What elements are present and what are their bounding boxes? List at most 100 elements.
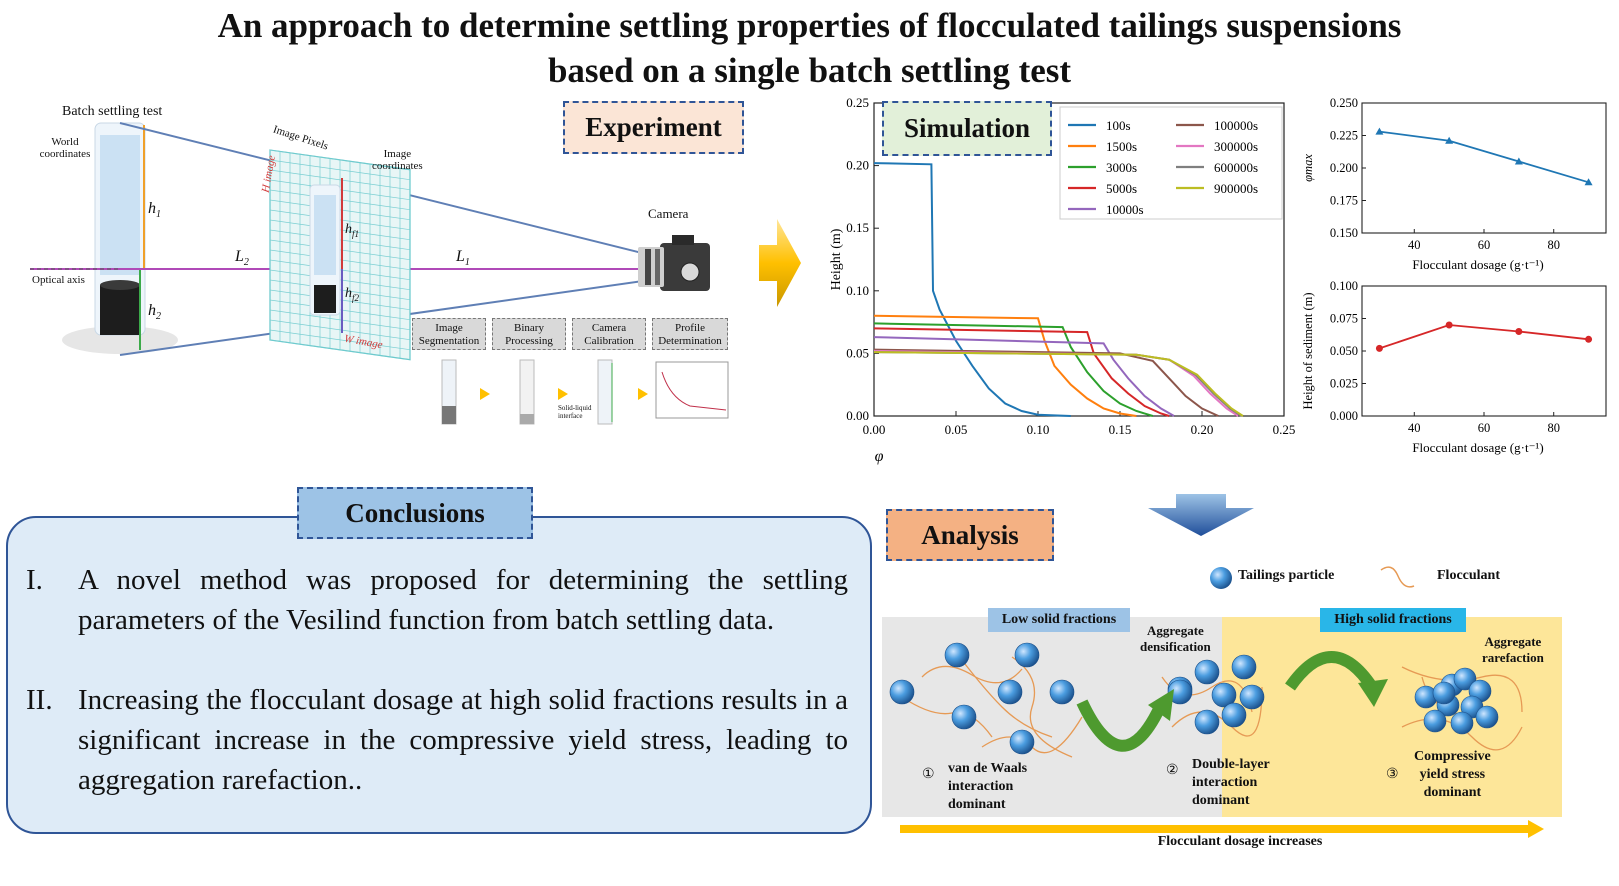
step-camera-calibration: Camera Calibration (572, 318, 646, 350)
L1-label: L1 (456, 248, 470, 269)
data-point (1515, 328, 1523, 335)
interface-label: Solid-liquid interface (558, 404, 592, 420)
dosage-arrow-icon (900, 820, 1544, 838)
legend-label: 900000s (1214, 181, 1258, 196)
particle-icon (951, 704, 977, 730)
flocculant-label: Flocculant (1437, 568, 1500, 583)
particle-icon (1009, 729, 1035, 755)
flocculant-strand (1401, 666, 1523, 713)
y-tick-label: 0.15 (846, 220, 869, 235)
high-solid-region (1222, 617, 1562, 817)
flocculant-strand (901, 696, 993, 738)
title-line-2: based on a single batch settling test (547, 51, 1072, 90)
y-tick-label: 0.000 (1330, 409, 1358, 423)
processing-thumbnails (441, 359, 729, 425)
aggregate-densification-label: Aggregate densification (1140, 623, 1211, 654)
L2-label: L2 (235, 248, 249, 269)
particle-icon (1231, 654, 1257, 680)
particle-icon (1432, 681, 1456, 705)
particle-icon (1211, 682, 1237, 708)
y-tick-label: 0.225 (1330, 129, 1358, 143)
data-point (1445, 136, 1454, 144)
x-tick-label: 60 (1478, 421, 1491, 435)
analysis-tag: Analysis (886, 509, 1054, 561)
title-line-1: An approach to determine settling proper… (217, 6, 1402, 45)
conclusions-panel: I. A novel method was proposed for deter… (6, 516, 872, 834)
series-line-100000s (873, 348, 1219, 417)
legend-label: 300000s (1214, 139, 1258, 154)
x-tick-label: 0.20 (1191, 422, 1214, 437)
low-solid-label: Low solid fractions (988, 608, 1130, 632)
particle-icon (997, 679, 1023, 705)
conclusion-number: I. (26, 564, 43, 596)
x-tick-label: 0.25 (1273, 422, 1296, 437)
x-tick-label: 40 (1408, 421, 1421, 435)
series-line-600000s (873, 351, 1242, 417)
particle-icon (1423, 709, 1447, 733)
plot-frame (873, 102, 1285, 417)
hf2-label: hf2 (345, 286, 360, 303)
camera-icon (638, 235, 710, 291)
arrow-icon (480, 388, 490, 400)
conclusion-number: II. (26, 684, 53, 716)
legend-label: 100000s (1214, 118, 1258, 133)
x-tick-label: 0.05 (945, 422, 968, 437)
y-tick-label: 0.20 (846, 158, 869, 173)
batch-settling-label: Batch settling test (62, 104, 163, 119)
dosage-increases-label: Flocculant dosage increases (1157, 834, 1323, 849)
legend-label: 5000s (1106, 181, 1137, 196)
settling-cylinder (62, 122, 178, 354)
plot-frame (1361, 102, 1607, 234)
arrow-icon (558, 388, 568, 400)
y-axis-label: φmax (1301, 154, 1315, 182)
data-point (1375, 127, 1384, 135)
particle-icon (1450, 711, 1474, 735)
y-tick-label: 0.25 (846, 95, 869, 110)
step-image-segmentation: Image Segmentation (412, 318, 486, 350)
particle-icon (889, 679, 915, 705)
conclusions-tag: Conclusions (297, 487, 533, 539)
simulation-tag: Simulation (882, 101, 1052, 156)
particle-icon (944, 642, 970, 668)
series-line-10000s (873, 336, 1175, 417)
legend-label: 100s (1106, 118, 1131, 133)
x-tick-label: 80 (1547, 238, 1560, 252)
step-binary-processing: Binary Processing (492, 318, 566, 350)
y-tick-label: 0.025 (1330, 377, 1358, 391)
x-axis-label: φ (875, 448, 884, 465)
x-tick-label: 60 (1478, 238, 1491, 252)
y-tick-label: 0.10 (846, 283, 869, 298)
legend-label: 10000s (1106, 202, 1144, 217)
particle-icon (1475, 705, 1499, 729)
series-line-5000s (873, 327, 1170, 417)
flocculant-strand (921, 665, 1023, 684)
x-axis-label: Flocculant dosage (g·t⁻¹) (1412, 440, 1543, 455)
x-tick-label: 80 (1547, 421, 1560, 435)
y-tick-label: 0.00 (846, 408, 869, 423)
y-tick-label: 0.250 (1330, 96, 1358, 110)
x-tick-label: 0.15 (1109, 422, 1132, 437)
series-line-3000s (873, 322, 1154, 417)
experiment-diagram (30, 122, 710, 361)
optical-axis-label: Optical axis (32, 274, 85, 286)
legend-label: 600000s (1214, 160, 1258, 175)
stage-3-label: Compressive yield stress dominant (1414, 749, 1491, 800)
y-tick-label: 0.175 (1330, 194, 1358, 208)
arrow-icon (638, 388, 648, 400)
particle-icon (1049, 679, 1075, 705)
down-arrow-icon (1148, 494, 1254, 536)
series-line-100s (873, 162, 1071, 417)
legend-label: 1500s (1106, 139, 1137, 154)
green-arrow-icon (1285, 651, 1377, 691)
series-line (1379, 130, 1589, 184)
plot-frame (1361, 285, 1607, 417)
y-axis-label: Height of sediment (m) (1301, 293, 1315, 410)
particle-icon (1014, 642, 1040, 668)
particle-icon (1194, 659, 1220, 685)
camera-label: Camera (648, 206, 689, 221)
conclusion-text: Increasing the flocculant dosage at high… (78, 684, 848, 796)
conclusion-text: A novel method was proposed for determin… (78, 564, 848, 636)
stage-2-label: Double-layer interaction dominant (1192, 757, 1270, 808)
